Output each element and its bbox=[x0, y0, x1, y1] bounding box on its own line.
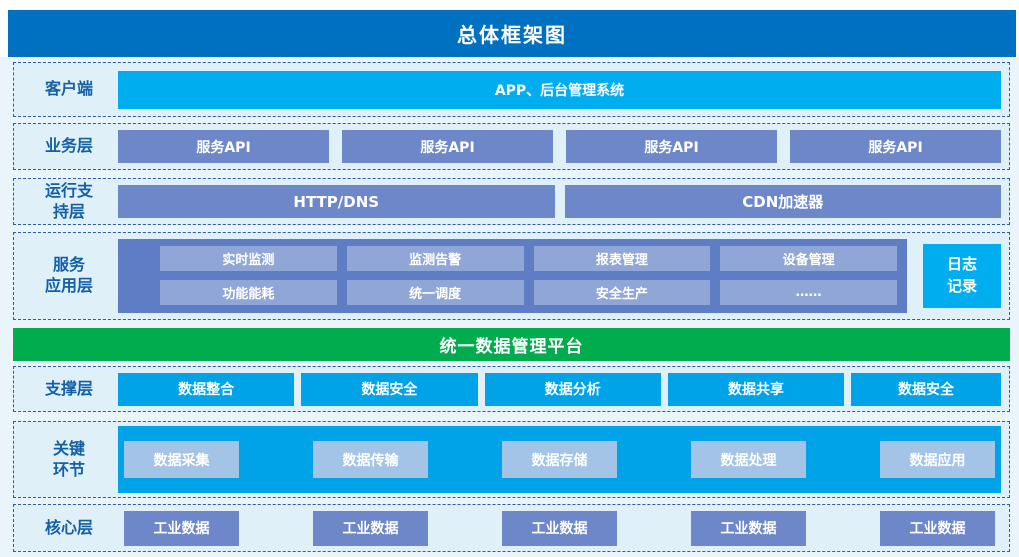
layer-section-business: 业务层 服务API 服务API 服务API 服务API bbox=[13, 123, 1010, 170]
layer-content-business: 服务API 服务API 服务API 服务API bbox=[118, 130, 1001, 163]
node-service-api: 服务API bbox=[790, 130, 1001, 163]
layer-section-core: 核心层 工业数据 工业数据 工业数据 工业数据 工业数据 bbox=[13, 504, 1010, 552]
node-industrial-data: 工业数据 bbox=[124, 510, 239, 546]
node-function-energy: 功能能耗 bbox=[160, 280, 337, 305]
service-app-group: 实时监测 监测告警 报表管理 设备管理 功能能耗 统一调度 安全生产 …… bbox=[118, 239, 907, 313]
layer-section-client: 客户端 APP、后台管理系统 bbox=[13, 62, 1010, 117]
layer-label-core: 核心层 bbox=[44, 517, 93, 537]
unified-data-platform-bar: 统一数据管理平台 bbox=[13, 328, 1010, 361]
node-data-transmission: 数据传输 bbox=[313, 441, 428, 478]
node-service-api: 服务API bbox=[118, 130, 329, 163]
node-unified-scheduling: 统一调度 bbox=[346, 280, 524, 305]
node-http-dns: HTTP/DNS bbox=[118, 185, 555, 218]
node-data-storage: 数据存储 bbox=[502, 441, 617, 478]
layer-label-runtime-support: 运行支 持层 bbox=[44, 180, 93, 221]
layer-content-client: APP、后台管理系统 bbox=[118, 70, 1001, 109]
node-safety-production: 安全生产 bbox=[533, 280, 711, 305]
layer-section-service-application: 服务 应用层 实时监测 监测告警 报表管理 设备管理 功能能耗 统一调度 安全生… bbox=[13, 232, 1010, 320]
node-data-sharing: 数据共享 bbox=[667, 372, 845, 406]
node-data-security: 数据安全 bbox=[851, 372, 1001, 406]
node-data-processing: 数据处理 bbox=[691, 441, 806, 478]
key-links-group: 数据采集 数据传输 数据存储 数据处理 数据应用 bbox=[118, 426, 1001, 493]
layer-section-key-links: 关键 环节 数据采集 数据传输 数据存储 数据处理 数据应用 bbox=[13, 421, 1010, 498]
layer-content-core: 工业数据 工业数据 工业数据 工业数据 工业数据 bbox=[118, 510, 1001, 546]
node-report-management: 报表管理 bbox=[533, 246, 711, 271]
node-industrial-data: 工业数据 bbox=[313, 510, 428, 546]
node-industrial-data: 工业数据 bbox=[880, 510, 995, 546]
node-ellipsis: …… bbox=[720, 280, 897, 305]
node-cdn-accelerator: CDN加速器 bbox=[564, 185, 1001, 218]
node-device-management: 设备管理 bbox=[720, 246, 897, 271]
diagram-title-bar: 总体框架图 bbox=[8, 10, 1016, 57]
layer-section-support: 支撑层 数据整合 数据安全 数据分析 数据共享 数据安全 bbox=[13, 366, 1010, 412]
layer-label-service-application: 服务 应用层 bbox=[44, 255, 93, 295]
layer-label-business: 业务层 bbox=[44, 136, 93, 156]
node-app-backend-system: APP、后台管理系统 bbox=[118, 70, 1001, 109]
node-industrial-data: 工业数据 bbox=[691, 510, 806, 546]
layer-content-runtime-support: HTTP/DNS CDN加速器 bbox=[118, 185, 1001, 218]
node-data-integration: 数据整合 bbox=[118, 372, 295, 406]
node-data-security: 数据安全 bbox=[301, 372, 478, 406]
node-data-collection: 数据采集 bbox=[124, 441, 239, 478]
node-realtime-monitoring: 实时监测 bbox=[160, 246, 337, 271]
node-service-api: 服务API bbox=[342, 130, 553, 163]
unified-data-platform-label: 统一数据管理平台 bbox=[439, 337, 584, 357]
layer-content-key-links: 数据采集 数据传输 数据存储 数据处理 数据应用 bbox=[118, 426, 1001, 493]
layer-content-service-application: 实时监测 监测告警 报表管理 设备管理 功能能耗 统一调度 安全生产 …… 日志… bbox=[118, 239, 1001, 313]
layer-label-key-links: 关键 环节 bbox=[52, 438, 85, 479]
node-industrial-data: 工业数据 bbox=[502, 510, 617, 546]
node-data-analysis: 数据分析 bbox=[484, 372, 661, 406]
node-data-application: 数据应用 bbox=[880, 441, 995, 478]
layer-section-runtime-support: 运行支 持层 HTTP/DNS CDN加速器 bbox=[13, 178, 1010, 225]
diagram-title: 总体框架图 bbox=[457, 23, 567, 47]
node-service-api: 服务API bbox=[566, 130, 777, 163]
node-monitoring-alert: 监测告警 bbox=[346, 246, 524, 271]
layer-label-support: 支撑层 bbox=[44, 378, 93, 398]
layer-label-client: 客户端 bbox=[44, 79, 93, 99]
layer-content-support: 数据整合 数据安全 数据分析 数据共享 数据安全 bbox=[118, 372, 1001, 406]
node-log-record: 日志 记录 bbox=[923, 244, 1001, 308]
diagram-body: 客户端 APP、后台管理系统 业务层 服务API 服务API 服务API 服务A… bbox=[0, 57, 1019, 557]
